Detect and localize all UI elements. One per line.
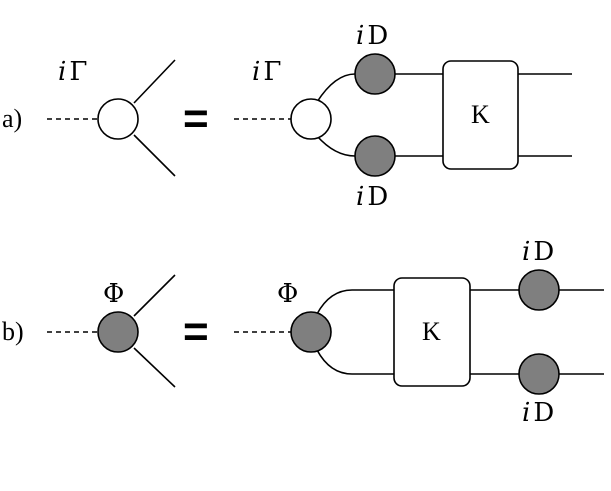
rhs-b-filled-vertex [290, 311, 332, 353]
lhs-b-vertex-label: Φ [103, 279, 124, 309]
row-a-equals: = [183, 94, 209, 143]
rhs-a-upper-arc [316, 73, 356, 103]
rhs-b-bottom-propagator-blob [518, 353, 560, 395]
rhs-b-top-propagator-blob [518, 269, 560, 311]
row-b-label: b) [2, 317, 24, 346]
rhs-a-open-vertex [290, 98, 332, 140]
rhs-a-bottom-propagator-blob [354, 135, 396, 177]
row-b-equals: = [183, 307, 209, 356]
rhs-a-lower-arc [316, 135, 356, 157]
rhs-b-upper-arc [316, 289, 394, 315]
rhs-b-vertex-label: Φ [277, 279, 298, 309]
lhs-b-filled-vertex [97, 311, 139, 353]
lhs-a-upper-leg [133, 59, 176, 104]
rhs-b-kernel-label: K [422, 317, 441, 346]
lhs-a-open-vertex [97, 98, 139, 140]
lhs-b-upper-leg [133, 274, 176, 317]
rhs-a-top-propagator-blob [354, 53, 396, 95]
rhs-b-kernel-box [393, 277, 471, 387]
row-a-label: a) [2, 104, 22, 133]
lhs-a-lower-leg [133, 134, 176, 177]
rhs-a-kernel-box [442, 60, 519, 170]
lhs-b-lower-leg [133, 347, 176, 388]
rhs-a-kernel-label: K [471, 100, 490, 129]
rhs-b-lower-arc [316, 349, 394, 375]
